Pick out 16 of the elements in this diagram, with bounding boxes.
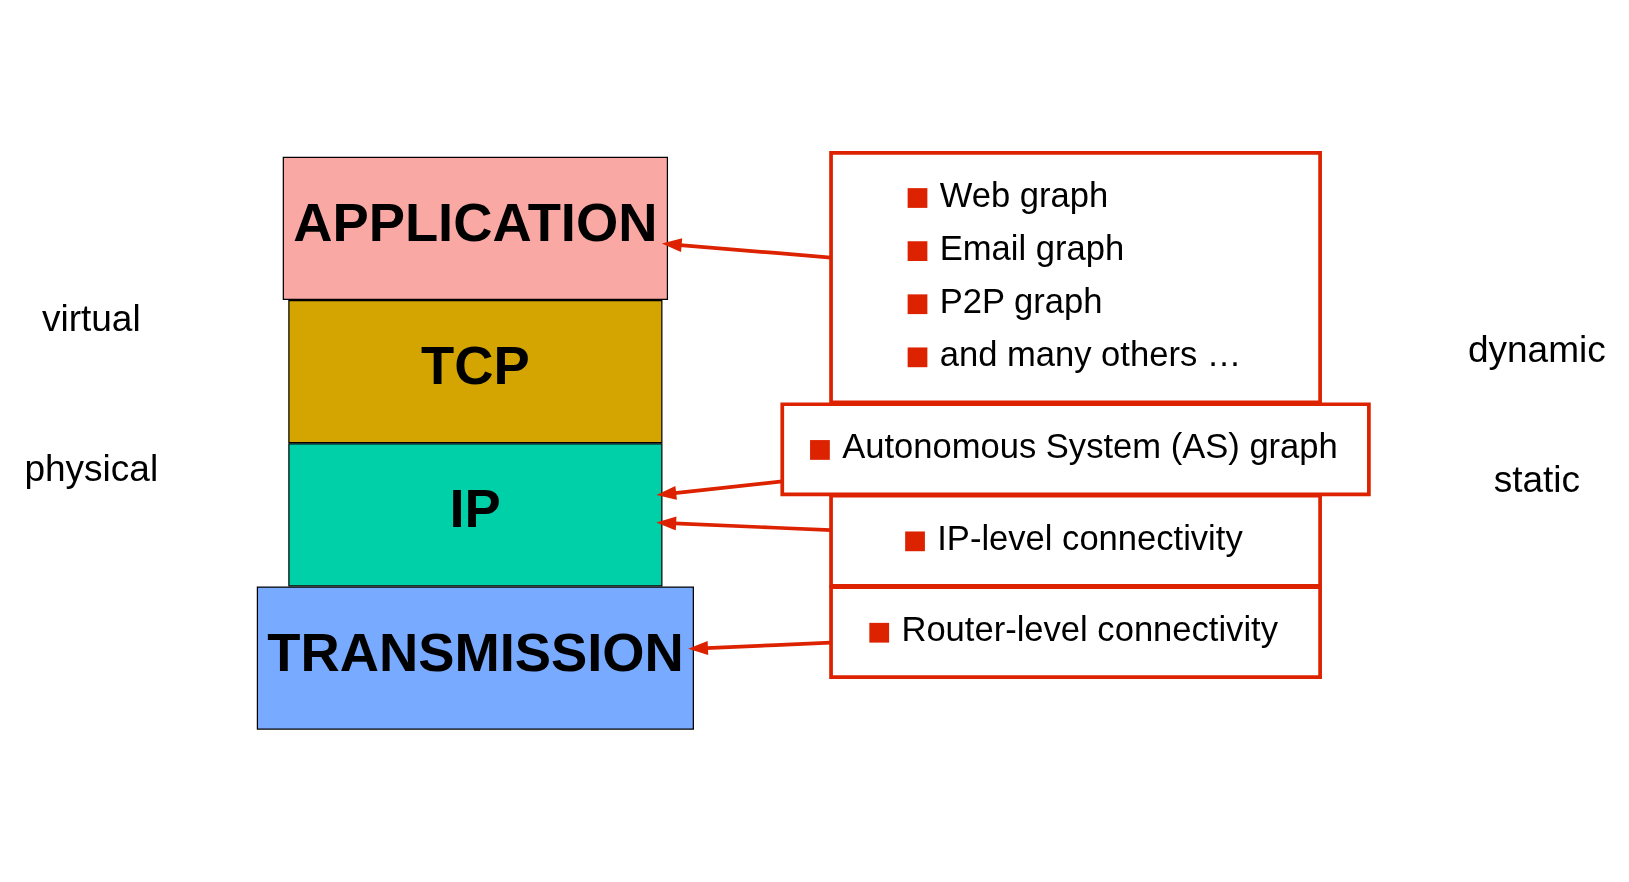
arrow	[661, 238, 831, 260]
node-box: IP	[287, 443, 662, 587]
label: static	[1493, 457, 1580, 500]
node-box: TCP	[287, 299, 662, 444]
node-box: IP-level connectivity	[828, 493, 1322, 588]
arrow	[655, 479, 782, 500]
node-box: TRANSMISSION	[256, 586, 694, 730]
arrow	[655, 516, 831, 532]
node-box: Web graph Email graph P2P graph and many others …	[828, 151, 1322, 405]
label: dynamic	[1467, 328, 1606, 371]
node-box: APPLICATION	[282, 156, 668, 300]
node-box: Router-level connectivity	[828, 585, 1322, 680]
label: physical	[23, 446, 158, 489]
label: virtual	[41, 297, 141, 340]
node-box: Autonomous System (AS) graph	[779, 402, 1371, 497]
arrow	[687, 640, 831, 655]
